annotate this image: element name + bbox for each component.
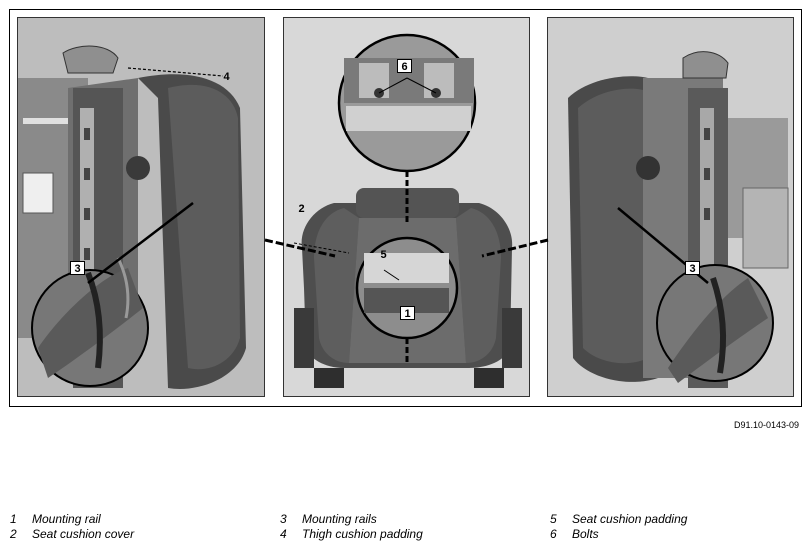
legend-number: 6 <box>550 527 557 541</box>
legend-number: 2 <box>10 527 17 541</box>
legend-text: Bolts <box>572 527 599 541</box>
legend-text: Mounting rail <box>32 512 101 526</box>
connector-lines <box>264 238 549 258</box>
legend-item: 3 Mounting rails <box>280 512 423 527</box>
legend-text: Seat cushion padding <box>572 512 688 526</box>
legend-number: 3 <box>280 512 287 526</box>
photo-middle-seat-cushion <box>283 17 530 397</box>
legend-item: 2 Seat cushion cover <box>10 527 134 542</box>
callout-3-right: 3 <box>685 261 700 275</box>
photo-right-drawing <box>548 18 793 396</box>
figure-frame: 4 3 6 2 5 1 3 <box>9 9 802 407</box>
legend-item: 6 Bolts <box>550 527 687 542</box>
legend-column-3: 5 Seat cushion padding 6 Bolts <box>550 512 687 542</box>
legend-text: Thigh cushion padding <box>302 527 423 541</box>
callout-2: 2 <box>298 203 305 215</box>
callout-1: 1 <box>400 306 415 320</box>
photo-left-seat-side <box>17 17 265 397</box>
legend-item: 1 Mounting rail <box>10 512 134 527</box>
reference-code: D91.10-0143-09 <box>734 420 800 430</box>
photo-right-seat-side <box>547 17 794 397</box>
legend-text: Mounting rails <box>302 512 377 526</box>
callout-3-left: 3 <box>70 261 85 275</box>
legend-number: 5 <box>550 512 557 526</box>
callout-5: 5 <box>380 249 387 261</box>
legend-item: 5 Seat cushion padding <box>550 512 687 527</box>
callout-4: 4 <box>223 71 230 83</box>
callout-6: 6 <box>397 59 412 73</box>
legend-number: 4 <box>280 527 287 541</box>
legend-text: Seat cushion cover <box>32 527 135 541</box>
legend-column-2: 3 Mounting rails 4 Thigh cushion padding <box>280 512 423 542</box>
legend-number: 1 <box>10 512 17 526</box>
photo-middle-drawing <box>284 18 529 396</box>
legend-item: 4 Thigh cushion padding <box>280 527 423 542</box>
photo-left-drawing <box>18 18 264 396</box>
legend-column-1: 1 Mounting rail 2 Seat cushion cover <box>10 512 134 542</box>
